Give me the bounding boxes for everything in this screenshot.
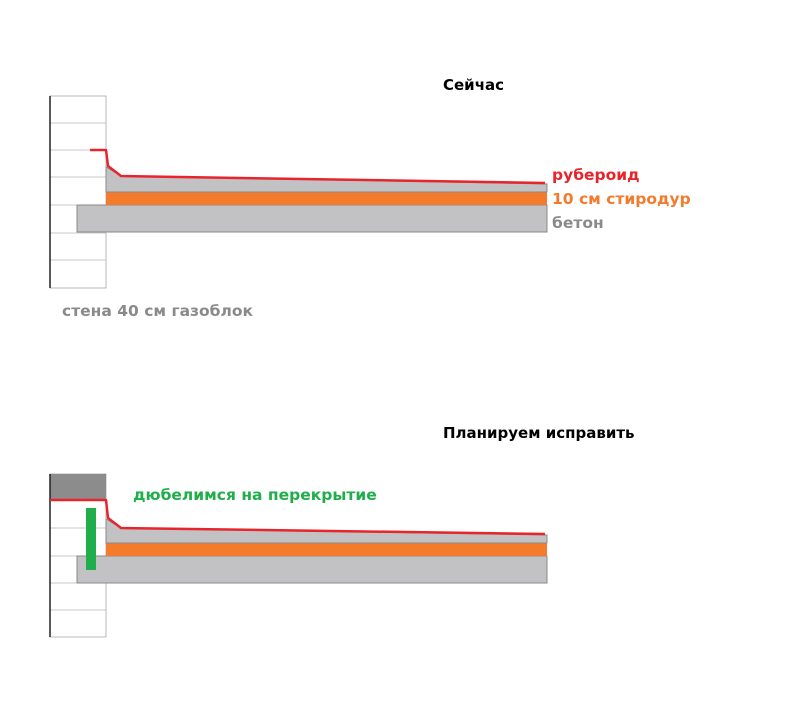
- label-insulation: 10 см стиродур: [552, 190, 691, 208]
- title-planned: Планируем исправить: [443, 424, 635, 442]
- concrete-slab: [76, 204, 548, 233]
- concrete-slab: [76, 555, 548, 584]
- insulation-layer: [106, 192, 547, 205]
- diagram-planned: Планируем исправить дюбелимся на перекры…: [49, 424, 635, 638]
- title-current: Сейчас: [443, 76, 504, 94]
- wall-current: [49, 95, 107, 289]
- label-wall: стена 40 см газоблок: [62, 302, 254, 320]
- diagram-current: Сейчас рубероид 10 см стиродур бетон сте…: [49, 76, 691, 320]
- membrane-line: [50, 498, 546, 536]
- dowel-fastener: [86, 508, 96, 570]
- label-membrane: рубероид: [552, 166, 640, 184]
- insulation-layer: [106, 543, 547, 556]
- parapet-block: [50, 474, 106, 501]
- wall-body: [49, 95, 107, 289]
- label-concrete: бетон: [552, 214, 604, 232]
- label-dowel: дюбелимся на перекрытие: [133, 486, 377, 504]
- membrane-line: [90, 148, 546, 185]
- wall-block-joints: [50, 122, 106, 261]
